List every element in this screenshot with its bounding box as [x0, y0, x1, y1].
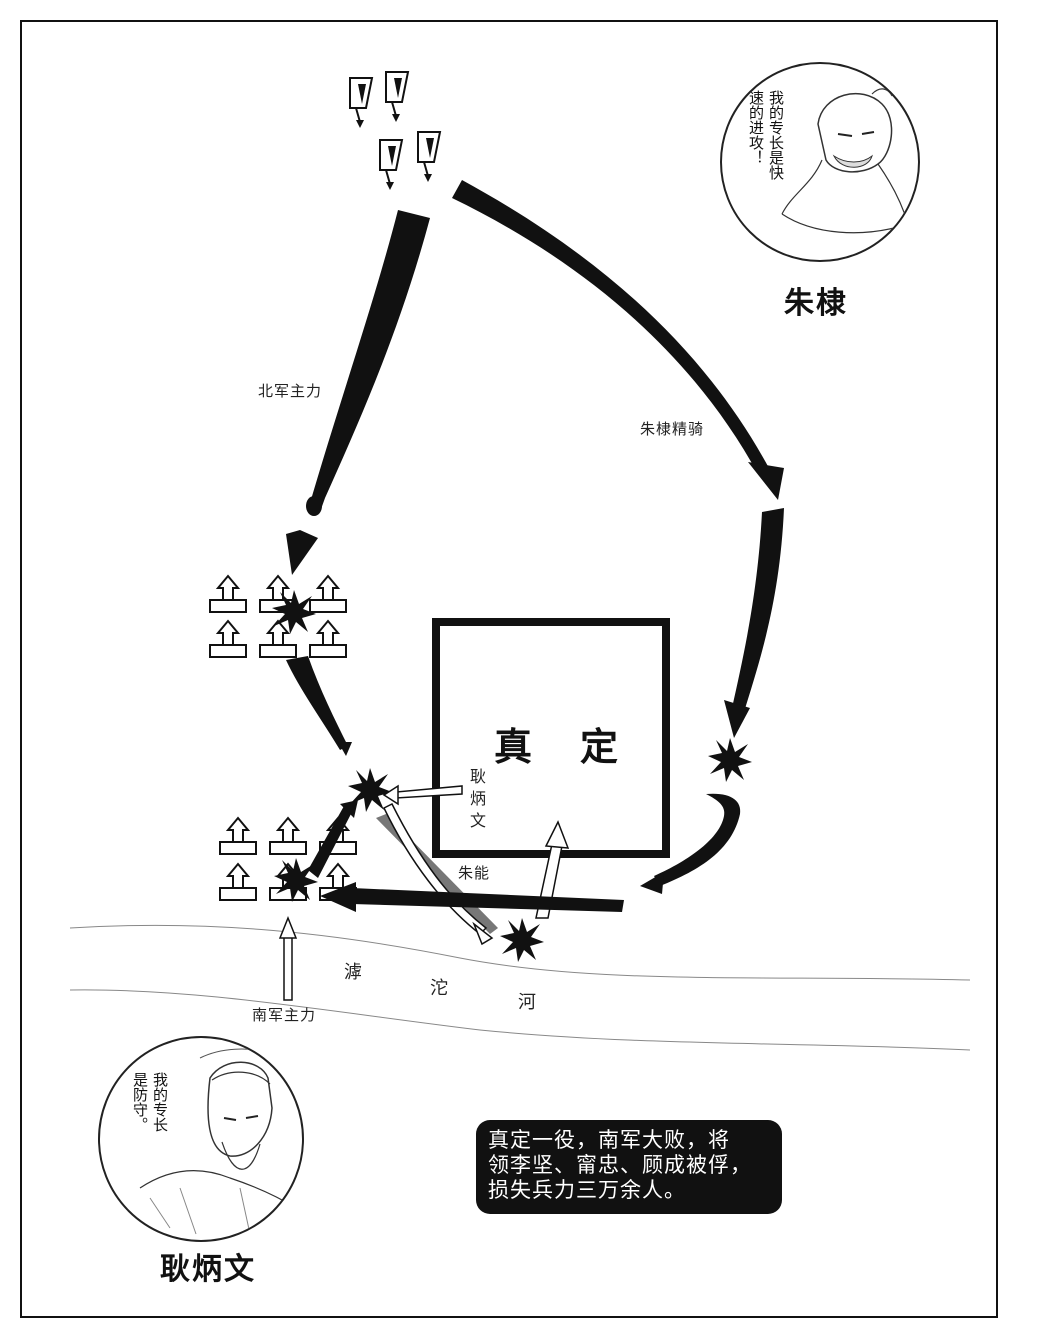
zhu-di-quote: 我的专长是快 速的进攻！ [747, 90, 785, 180]
map-frame [20, 20, 998, 1318]
battle-burst-5 [708, 738, 752, 782]
river-char-3: 河 [518, 992, 536, 1013]
main-assault-arrow [320, 882, 624, 912]
zhu-di-portrait: 我的专长是快 速的进攻！ [720, 62, 920, 262]
south-main-arrow [278, 915, 298, 1001]
white-retreat-arrow [383, 802, 494, 946]
zhu-di-final-attack-arrow [640, 793, 741, 894]
geng-bingwen-name: 耿炳文 [160, 1252, 256, 1287]
zhending-city-wall [432, 618, 670, 858]
zhu-di-name: 朱棣 [784, 286, 848, 321]
river-char-2: 沱 [430, 978, 448, 999]
north-army-flags [349, 71, 441, 191]
north-main-arrow [286, 210, 430, 575]
battle-burst-4 [500, 918, 544, 962]
counterattack-arrow [308, 800, 358, 878]
geng-bingwen-arrow [382, 784, 463, 806]
city-label-ding: 定 [580, 724, 621, 769]
city-label-zhen: 真 [494, 724, 535, 769]
geng-bingwen-illustration [139, 1048, 297, 1235]
zhu-neng-label: 朱能 [458, 864, 491, 882]
geng-bingwen-route-label: 耿 炳 文 [470, 767, 487, 830]
south-retreat-arrow [286, 656, 352, 756]
south-main-label: 南军主力 [252, 1006, 317, 1024]
battle-summary-caption: 真定一役，南军大败，将 领李坚、甯忠、顾成被俘， 损失兵力三万余人。 [476, 1120, 782, 1214]
south-army-upper-group [209, 575, 347, 658]
geng-bingwen-quote: 我的专长 是防守。 [131, 1072, 169, 1132]
zhu-di-cavalry-label: 朱棣精骑 [640, 420, 705, 438]
geng-bingwen-portrait: 我的专长 是防守。 [98, 1036, 304, 1242]
river-char-1: 滹 [344, 962, 362, 983]
zhu-di-cavalry-arrow [452, 180, 784, 738]
river-banks [69, 924, 971, 1051]
north-main-label: 北军主力 [258, 382, 323, 400]
